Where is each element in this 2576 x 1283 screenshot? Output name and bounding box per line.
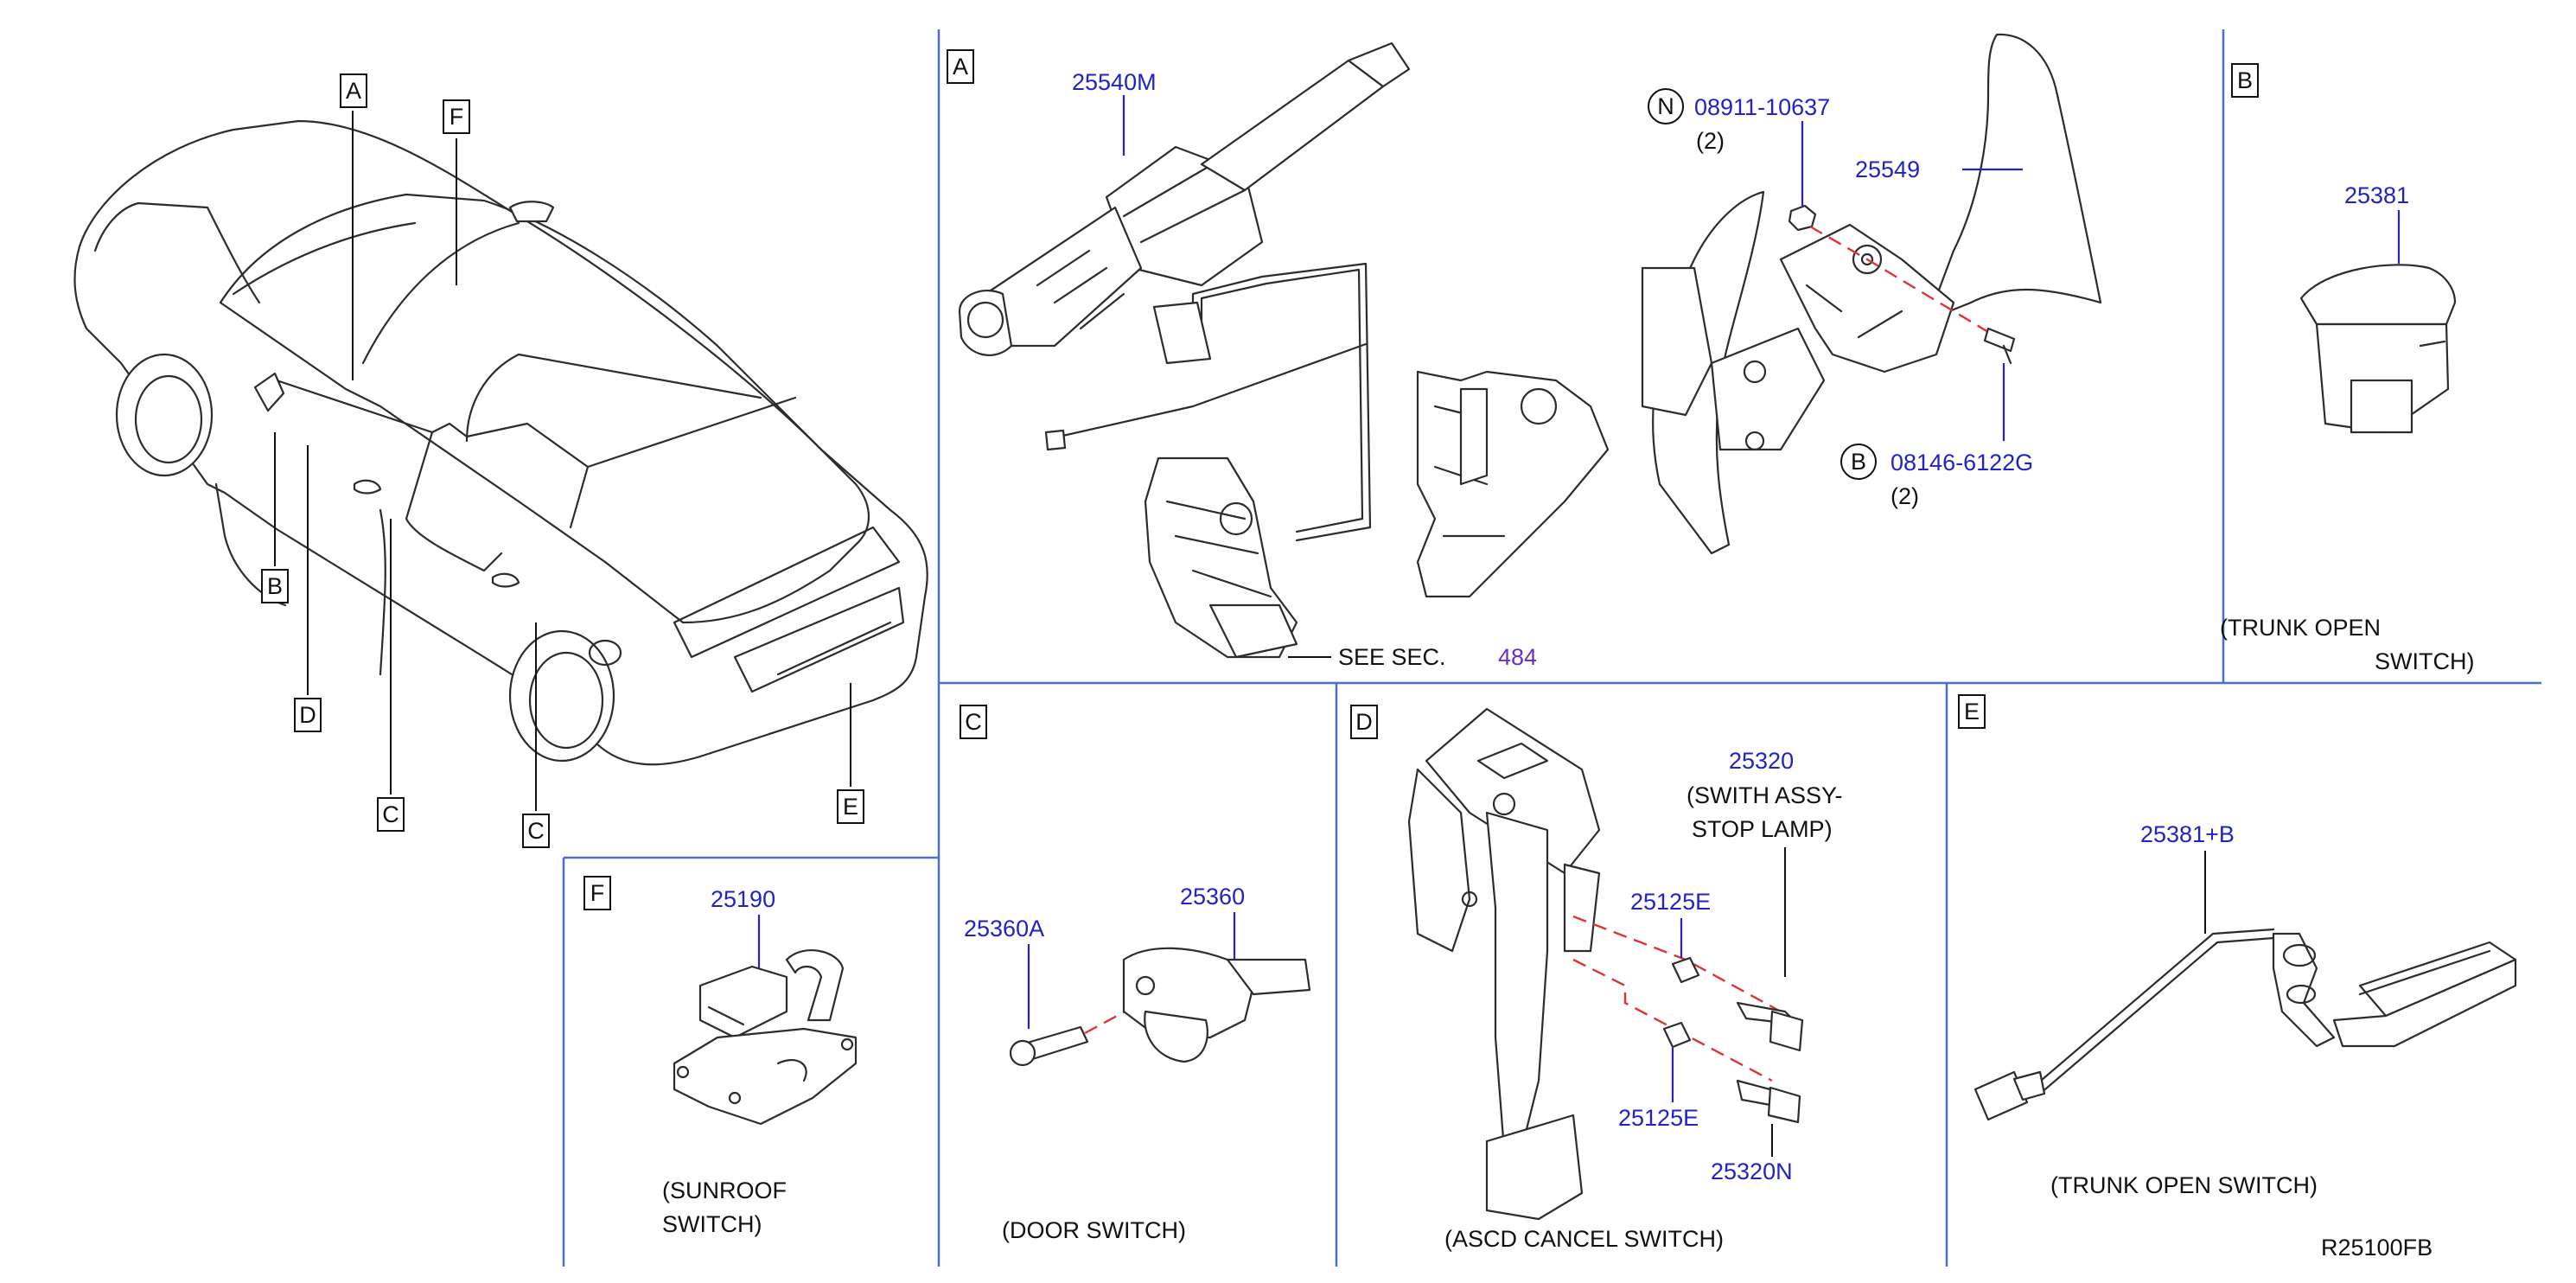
panel-c-caption: (DOOR SWITCH) bbox=[1002, 1217, 1186, 1243]
panel-d-caption: (ASCD CANCEL SWITCH) bbox=[1444, 1226, 1724, 1252]
bolt-quantity: (2) bbox=[1891, 483, 1919, 509]
part-number-25381-b: 25381+B bbox=[2140, 821, 2235, 847]
combination-switch-drawing bbox=[958, 41, 1411, 356]
trunk-switch-e-drawing bbox=[1973, 928, 2517, 1121]
panel-f: F 25190 (SUNROOF SWITCH) bbox=[583, 876, 858, 1237]
panel-e-letter: E bbox=[1964, 699, 1980, 724]
paddle-shifter-drawing bbox=[1641, 33, 2102, 555]
part-number-25360: 25360 bbox=[1180, 884, 1245, 910]
sunroof-switch-drawing bbox=[673, 949, 858, 1126]
door-switch-drawing bbox=[1009, 947, 1311, 1067]
panel-b-caption-line2: SWITCH) bbox=[2375, 648, 2474, 674]
panel-d-letter: D bbox=[1355, 709, 1373, 735]
panel-f-caption-line2: SWITCH) bbox=[662, 1211, 762, 1237]
car-overview-illustration bbox=[73, 119, 928, 766]
panel-b-letter: B bbox=[2237, 67, 2253, 93]
panel-f-caption-line1: (SUNROOF bbox=[662, 1178, 787, 1203]
steering-switch-left-drawing bbox=[1144, 456, 1298, 659]
part-number-25360a: 25360A bbox=[964, 916, 1044, 942]
callout-a-label: A bbox=[346, 78, 361, 104]
panel-b-caption-line1: (TRUNK OPEN bbox=[2220, 615, 2381, 641]
bolt-symbol: B bbox=[1851, 449, 1866, 475]
panel-e-caption: (TRUNK OPEN SWITCH) bbox=[2050, 1172, 2318, 1198]
part-number-08911-10637: 08911-10637 bbox=[1694, 94, 1830, 120]
brake-pedal-drawing bbox=[1407, 707, 1601, 1221]
callout-b-label: B bbox=[267, 573, 283, 599]
panel-f-letter: F bbox=[590, 880, 605, 906]
part-number-25549: 25549 bbox=[1855, 156, 1920, 182]
part-number-25125e-top: 25125E bbox=[1630, 889, 1711, 915]
diagram-id: R25100FB bbox=[2321, 1235, 2433, 1261]
see-section-label: SEE SEC. bbox=[1338, 644, 1446, 670]
stop-lamp-switch-drawing bbox=[1662, 956, 1804, 1124]
section-number: 484 bbox=[1498, 644, 1537, 670]
part-number-25381: 25381 bbox=[2344, 182, 2409, 208]
part-number-25190: 25190 bbox=[711, 886, 775, 912]
part-number-25540m: 25540M bbox=[1072, 69, 1157, 95]
trunk-switch-b-drawing bbox=[2299, 264, 2457, 434]
part-number-25125e-bottom: 25125E bbox=[1618, 1105, 1699, 1131]
overview-callouts: A F B D C C E bbox=[261, 73, 864, 848]
part-25320-description-line2: STOP LAMP) bbox=[1692, 816, 1833, 842]
callout-c2-label: C bbox=[527, 818, 545, 844]
part-number-25320n: 25320N bbox=[1711, 1159, 1793, 1184]
panel-c-letter: C bbox=[965, 709, 982, 735]
part-number-25320: 25320 bbox=[1729, 748, 1794, 774]
part-25320-description-line1: (SWITH ASSY- bbox=[1687, 782, 1843, 808]
steering-switch-right-drawing bbox=[1416, 370, 1610, 598]
callout-d-label: D bbox=[299, 702, 316, 728]
panel-c: C 25360A 25360 (DOOR SWITCH) bbox=[960, 705, 1311, 1243]
panel-e: E 25381+B (TRUNK OPEN SWITCH) R25100FB bbox=[1958, 694, 2517, 1261]
panel-d: D 25320 (SWITH ASSY- STOP LAMP) 25125E bbox=[1350, 705, 1843, 1252]
panel-a: A 25540M SEE SEC. 484 bbox=[947, 33, 2102, 670]
callout-e-label: E bbox=[843, 794, 858, 820]
callout-c1-label: C bbox=[382, 801, 399, 827]
panel-dividers bbox=[562, 29, 2541, 1267]
panel-b: B 25381 (TRUNK OPEN SWITCH) bbox=[2220, 63, 2474, 674]
nut-quantity: (2) bbox=[1696, 128, 1725, 154]
part-number-08146-6122g: 08146-6122G bbox=[1891, 450, 2033, 476]
callout-f-label: F bbox=[450, 104, 464, 130]
nut-symbol: N bbox=[1657, 93, 1674, 119]
panel-a-letter: A bbox=[953, 54, 968, 80]
